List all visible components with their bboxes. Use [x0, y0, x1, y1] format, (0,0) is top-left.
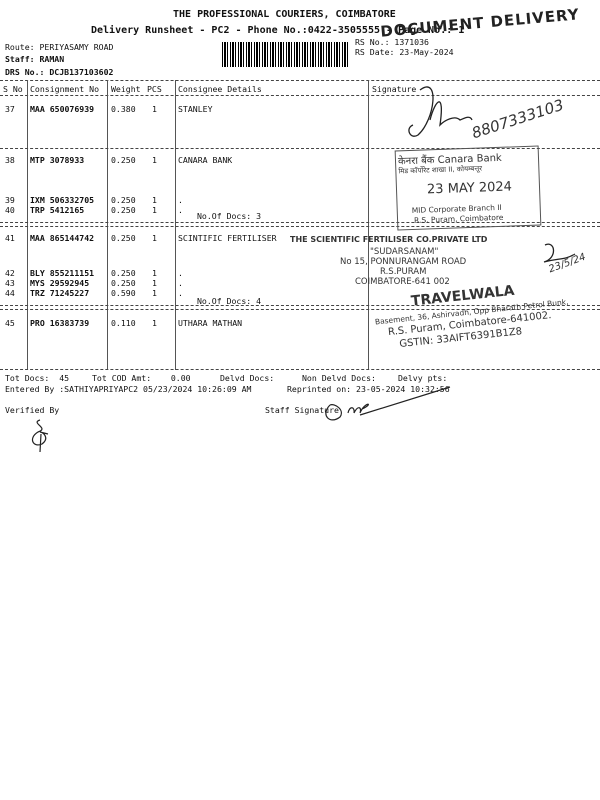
col-sno: S No	[3, 84, 23, 94]
row-weight: 0.590	[111, 288, 136, 298]
row-consignee: .	[178, 268, 183, 278]
delvy-pts: Delvy pts:	[398, 373, 448, 383]
row-sno: 38	[5, 155, 15, 165]
row-consignee: .	[178, 205, 183, 215]
staff-signature	[325, 386, 451, 421]
col-consignment: Consignment No	[30, 84, 100, 94]
row-cons: MAA 650076939	[30, 104, 95, 114]
row-consignee: STANLEY	[178, 104, 213, 114]
canara-bank-stamp: केनरा बैंक Canara Bank मिड कॉर्पोरेट शाख…	[394, 145, 542, 231]
row-pcs: 1	[152, 195, 157, 205]
row-consignee: CANARA BANK	[178, 155, 233, 165]
row-weight: 0.250	[111, 155, 136, 165]
tot-cod: Tot COD Amt: 0.00	[92, 373, 191, 383]
row-cons: MTP 3078933	[30, 155, 85, 165]
row-cons: IXM 506332705	[30, 195, 95, 205]
row-weight: 0.250	[111, 233, 136, 243]
row-pcs: 1	[152, 233, 157, 243]
row-consignee: .	[178, 278, 183, 288]
row-sno: 41	[5, 233, 15, 243]
docs-count: No.Of Docs: 3	[197, 211, 262, 221]
row-cons: TRP 5412165	[30, 205, 85, 215]
row-sno: 44	[5, 288, 15, 298]
document-delivery-stamp: DOCUMENT DELIVERY	[379, 5, 581, 41]
runsheet-subtitle: Delivery Runsheet - PC2 - Phone No.:0422…	[91, 25, 465, 36]
row-consignee: SCINTIFIC FERTILISER	[178, 233, 277, 243]
col-pcs: PCS	[147, 84, 162, 94]
col-consignee: Consignee Details	[178, 84, 262, 94]
delvd-docs: Delvd Docs:	[220, 373, 275, 383]
non-delvd-docs: Non Delvd Docs:	[302, 373, 376, 383]
row-consignee: .	[178, 195, 183, 205]
row-consignee: .	[178, 288, 183, 298]
entered-by: Entered By :SATHIYAPRIYAPC2 05/23/2024 1…	[5, 384, 252, 394]
drs-number: DRS No.: DCJB137103602	[5, 67, 114, 77]
row-cons: MAA 865144742	[30, 233, 95, 243]
col-weight: Weight	[111, 84, 141, 94]
staff: Staff: RAMAN	[5, 54, 65, 64]
barcode	[222, 42, 350, 67]
rs-number: RS No.: 1371036	[355, 37, 429, 47]
route: Route: PERIYASAMY ROAD	[5, 42, 114, 52]
row-cons: PRO 16383739	[30, 318, 90, 328]
row-sno: 37	[5, 104, 15, 114]
row-cons: TRZ 71245227	[30, 288, 90, 298]
row-weight: 0.250	[111, 195, 136, 205]
row-cons: BLY 855211151	[30, 268, 95, 278]
verified-signature	[31, 419, 49, 453]
row-pcs: 1	[152, 288, 157, 298]
row-pcs: 1	[152, 205, 157, 215]
row-sno: 43	[5, 278, 15, 288]
row-weight: 0.110	[111, 318, 136, 328]
col-signature: Signature	[372, 84, 417, 94]
row-pcs: 1	[152, 318, 157, 328]
row-sno: 42	[5, 268, 15, 278]
row-cons: MYS 29592945	[30, 278, 90, 288]
row-weight: 0.250	[111, 268, 136, 278]
fertiliser-stamp: THE SCIENTIFIC FERTILISER CO.PRIVATE LTD…	[290, 235, 488, 287]
signature-row41	[543, 243, 576, 263]
staff-signature-label: Staff Signature	[265, 405, 339, 415]
docs-count: No.Of Docs: 4	[197, 296, 262, 306]
row-pcs: 1	[152, 104, 157, 114]
verified-by: Verified By	[5, 405, 60, 415]
row-consignee: UTHARA MATHAN	[178, 318, 243, 328]
company-title: THE PROFESSIONAL COURIERS, COIMBATORE	[173, 9, 396, 20]
row-weight: 0.250	[111, 278, 136, 288]
row-pcs: 1	[152, 278, 157, 288]
row-sno: 40	[5, 205, 15, 215]
row-pcs: 1	[152, 268, 157, 278]
signature-row37	[408, 86, 473, 137]
rs-date: RS Date: 23-May-2024	[355, 47, 454, 57]
row-weight: 0.250	[111, 205, 136, 215]
reprinted-on: Reprinted on: 23-05-2024 10:32:56	[287, 384, 450, 394]
row-pcs: 1	[152, 155, 157, 165]
row-weight: 0.380	[111, 104, 136, 114]
row-sno: 39	[5, 195, 15, 205]
row-sno: 45	[5, 318, 15, 328]
tot-docs: Tot Docs: 45	[5, 373, 70, 383]
